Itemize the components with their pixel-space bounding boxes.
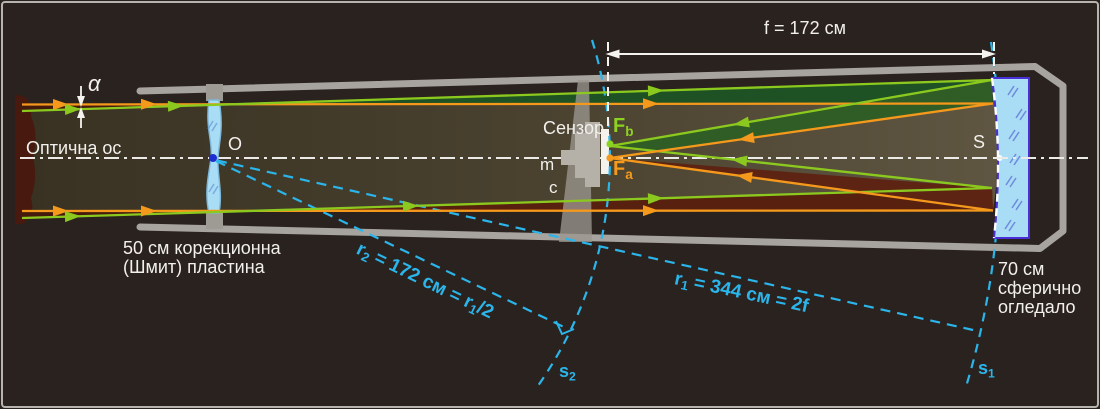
focus-b-point (606, 140, 614, 148)
mount-label: m (540, 155, 555, 174)
green-ray-top-in (21, 78, 993, 113)
focus-a-base: F (613, 158, 626, 180)
plate-center-label: O (228, 134, 243, 154)
mirror-label-line3: огледало (998, 297, 1076, 317)
focus-a-point (606, 154, 614, 162)
mirror-glass-hatching (1004, 85, 1027, 232)
focus-b-label: Fb (613, 115, 634, 141)
mirror-vertex-label: S (973, 132, 986, 152)
plate-glass-hatching (207, 120, 219, 195)
optical-axis-label: Оптична ос (26, 138, 122, 158)
focal-arrow-left-head (605, 49, 620, 59)
s1-curvature-arc (963, 41, 1001, 391)
s1-base: s (978, 358, 989, 378)
r2-radius-line (215, 160, 567, 329)
s2-curvature-arc (534, 39, 611, 391)
mirror-label-line2: сферично (998, 278, 1082, 298)
corrector-plate-label-line1: 50 см корекционна (123, 238, 281, 258)
plate-mount-bottom (206, 213, 223, 229)
focus-b-sub: b (625, 123, 634, 139)
focus-a-label: Fa (613, 158, 633, 184)
mirror-label: 70 см сферично огледало (998, 260, 1081, 317)
green-ray-bottom-in (21, 186, 993, 220)
orange-ray-top-reflected (609, 102, 994, 160)
support-label: c (549, 178, 558, 197)
s2-sub: 2 (569, 369, 576, 384)
construction-lines (215, 39, 1001, 391)
right-angle-tick (555, 320, 575, 336)
light-rays (21, 78, 994, 220)
s2-base: s (559, 361, 570, 381)
alpha-arrow-up-head (77, 107, 85, 118)
s1-arc-label: s1 (978, 359, 995, 383)
focal-length-label: f = 172 см (764, 18, 846, 38)
sensor-mount-bracket (561, 122, 600, 187)
plate-mount-top (206, 84, 223, 101)
ray-arrowheads (53, 85, 755, 223)
alpha-arrow-down-head (77, 96, 85, 107)
orange-ray-top-in (21, 102, 994, 106)
s1-sub: 1 (988, 366, 995, 381)
mirror-label-line1: 70 см (998, 259, 1045, 279)
s2-arc-label: s2 (559, 362, 576, 386)
focus-a-sub: a (625, 166, 633, 182)
corrector-plate-label-line2: (Шмит) пластина (123, 257, 265, 277)
corrector-plate-label: 50 см корекционна (Шмит) пластина (123, 239, 281, 277)
sensor-label: Сензор (542, 118, 604, 138)
field-angle-label: α (88, 71, 101, 96)
beam-entrance-blob (15, 95, 36, 224)
plate-center-point (209, 154, 217, 162)
green-ray-bottom-reflected (609, 144, 993, 190)
sensor-plate (601, 129, 609, 174)
focus-b-base: F (613, 115, 626, 137)
beam-interior (30, 80, 998, 217)
orange-ray-bottom-in (21, 209, 994, 213)
green-ray-top-reflected (609, 78, 993, 148)
cone-overlap-region (610, 103, 993, 188)
orange-ray-bottom-reflected (609, 156, 994, 212)
focal-arrow-right-head (982, 49, 996, 59)
